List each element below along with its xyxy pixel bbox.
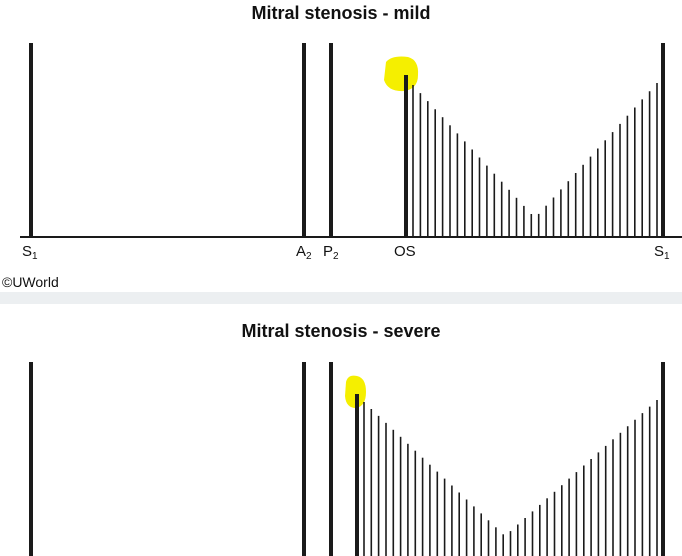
label-p2: P2: [323, 243, 339, 262]
label-a2: A2: [296, 243, 312, 262]
label-s1-right: S1: [654, 243, 670, 262]
panel-title: Mitral stenosis - mild: [251, 3, 431, 23]
heart-sound-diagram-mild: [20, 43, 682, 238]
opening-snap-highlight: [345, 375, 366, 408]
opening-snap-highlight: [384, 56, 419, 92]
copyright: ©UWorld: [2, 274, 59, 290]
panel-title: Mitral stenosis - severe: [241, 321, 441, 341]
panel-separator: [0, 292, 682, 304]
heart-sound-diagram-severe: [29, 362, 665, 556]
label-s1-left: S1: [22, 243, 38, 262]
label-opening-snap: OS: [394, 243, 416, 260]
panel-mitral-stenosis-mild: Mitral stenosis - mild S1 A2 P2 OS S1 ©U…: [2, 3, 682, 290]
panel-mitral-stenosis-severe: Mitral stenosis - severe: [0, 304, 682, 556]
